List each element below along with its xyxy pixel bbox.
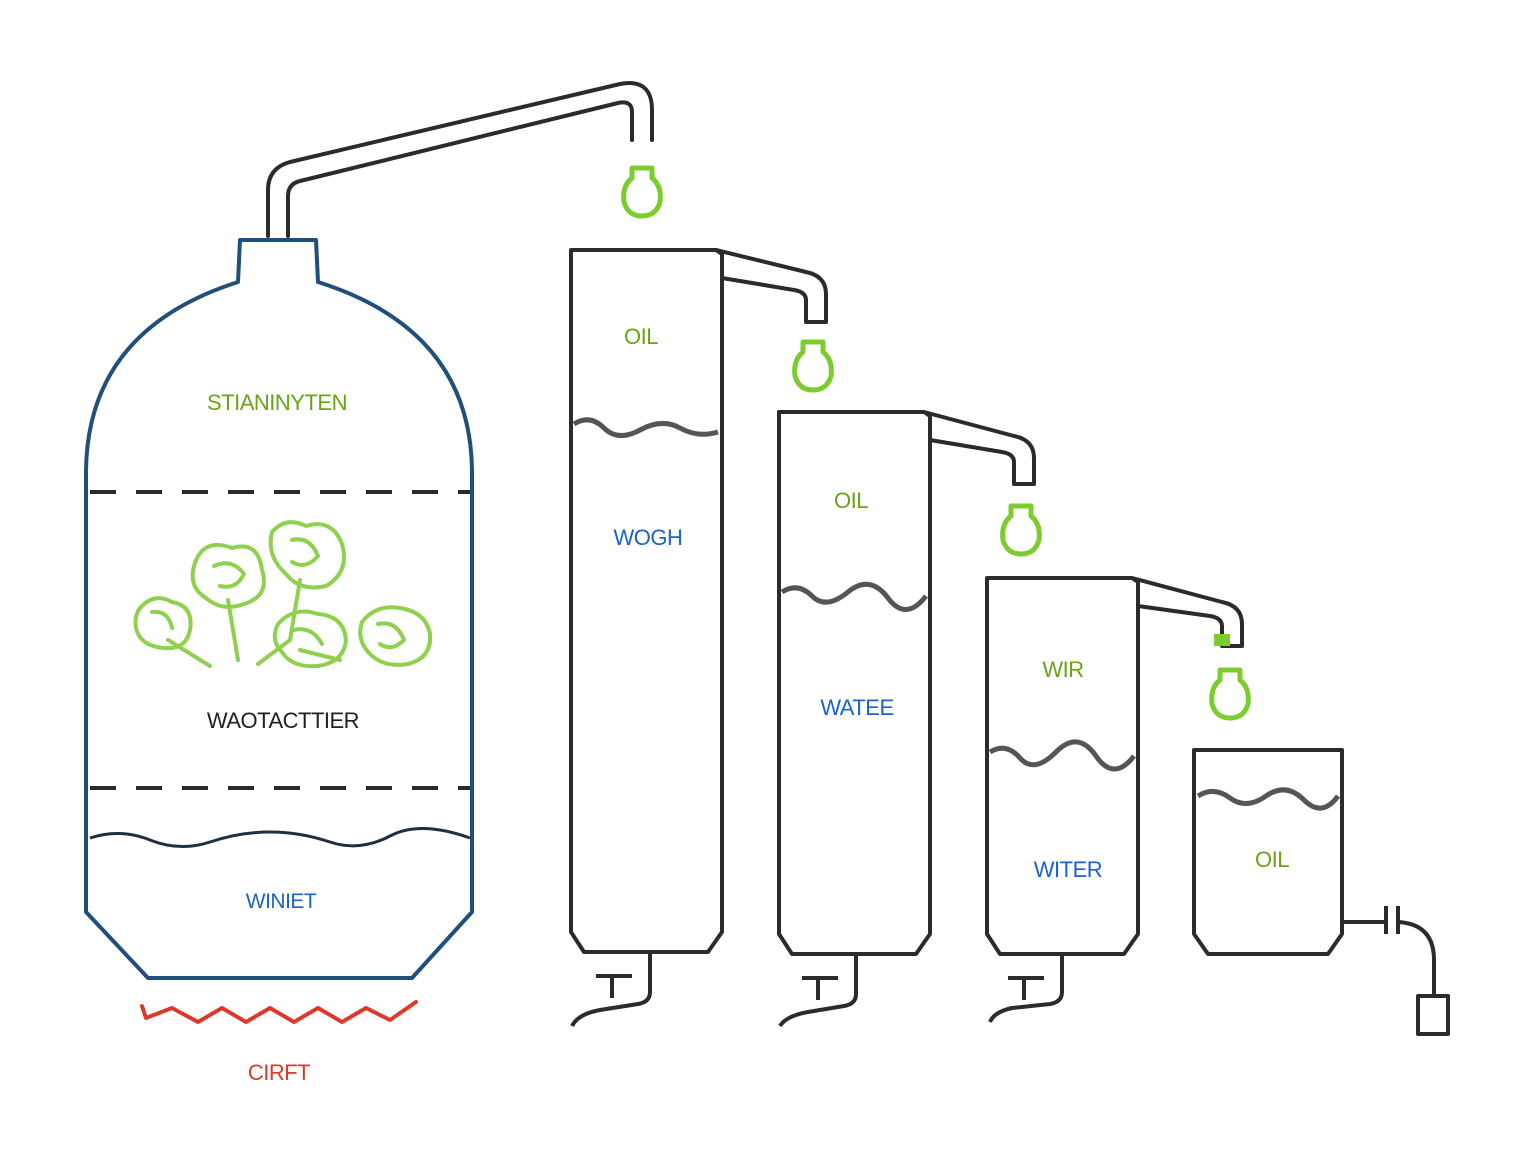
separator-1 <box>569 248 828 1028</box>
still-vessel: STIANINYTEN WAOTACTTIER WINIET <box>84 81 654 980</box>
still-top-label: STIANINYTEN <box>207 390 347 415</box>
heat-label: CIRFT <box>248 1060 310 1085</box>
separator-3-water-label: WITER <box>1034 857 1102 882</box>
still-water-surface <box>89 827 471 848</box>
still-bottom-label: WINIET <box>246 890 317 913</box>
separator-2-water-label: WATEE <box>820 695 893 720</box>
collector <box>1192 748 1450 1036</box>
droplet-icon <box>1000 503 1042 557</box>
separator-2-outlet <box>923 410 1036 486</box>
separator-2 <box>777 410 1036 1028</box>
droplet-icon <box>621 165 663 219</box>
droplet-icon <box>1209 667 1251 721</box>
separator-1-body <box>569 248 724 954</box>
still-middle-label: WAOTACTTIER <box>207 708 359 733</box>
heat-zigzag-icon <box>140 1000 418 1024</box>
separator-1-wave <box>572 417 719 438</box>
tap-icon <box>988 956 1064 1023</box>
tap-icon <box>778 956 858 1028</box>
collector-body <box>1192 748 1344 956</box>
separator-3-oil-label: WIR <box>1042 657 1083 682</box>
separator-3 <box>985 576 1244 1023</box>
collector-wave <box>1196 787 1341 811</box>
separator-3-outlet <box>1131 576 1244 648</box>
plant-cluster-icon <box>133 520 433 669</box>
separator-3-body <box>985 576 1140 956</box>
collector-oil-label: OIL <box>1255 847 1289 872</box>
separator-1-water-label: WOGH <box>614 525 683 550</box>
still-body <box>84 238 474 980</box>
hose-icon <box>1342 906 1450 1036</box>
separator-3-wave <box>988 739 1136 772</box>
tap-icon <box>570 952 652 1028</box>
separator-1-outlet <box>715 248 828 324</box>
separator-2-oil-label: OIL <box>834 488 868 513</box>
vapor-pipe <box>266 81 654 238</box>
separator-1-oil-label: OIL <box>624 324 658 349</box>
heat-source: CIRFT <box>140 1000 418 1085</box>
droplet-icon <box>792 339 834 393</box>
separator-2-wave <box>780 581 928 612</box>
separator-3-outlet-tip <box>1214 634 1230 646</box>
droplets <box>621 165 1251 721</box>
